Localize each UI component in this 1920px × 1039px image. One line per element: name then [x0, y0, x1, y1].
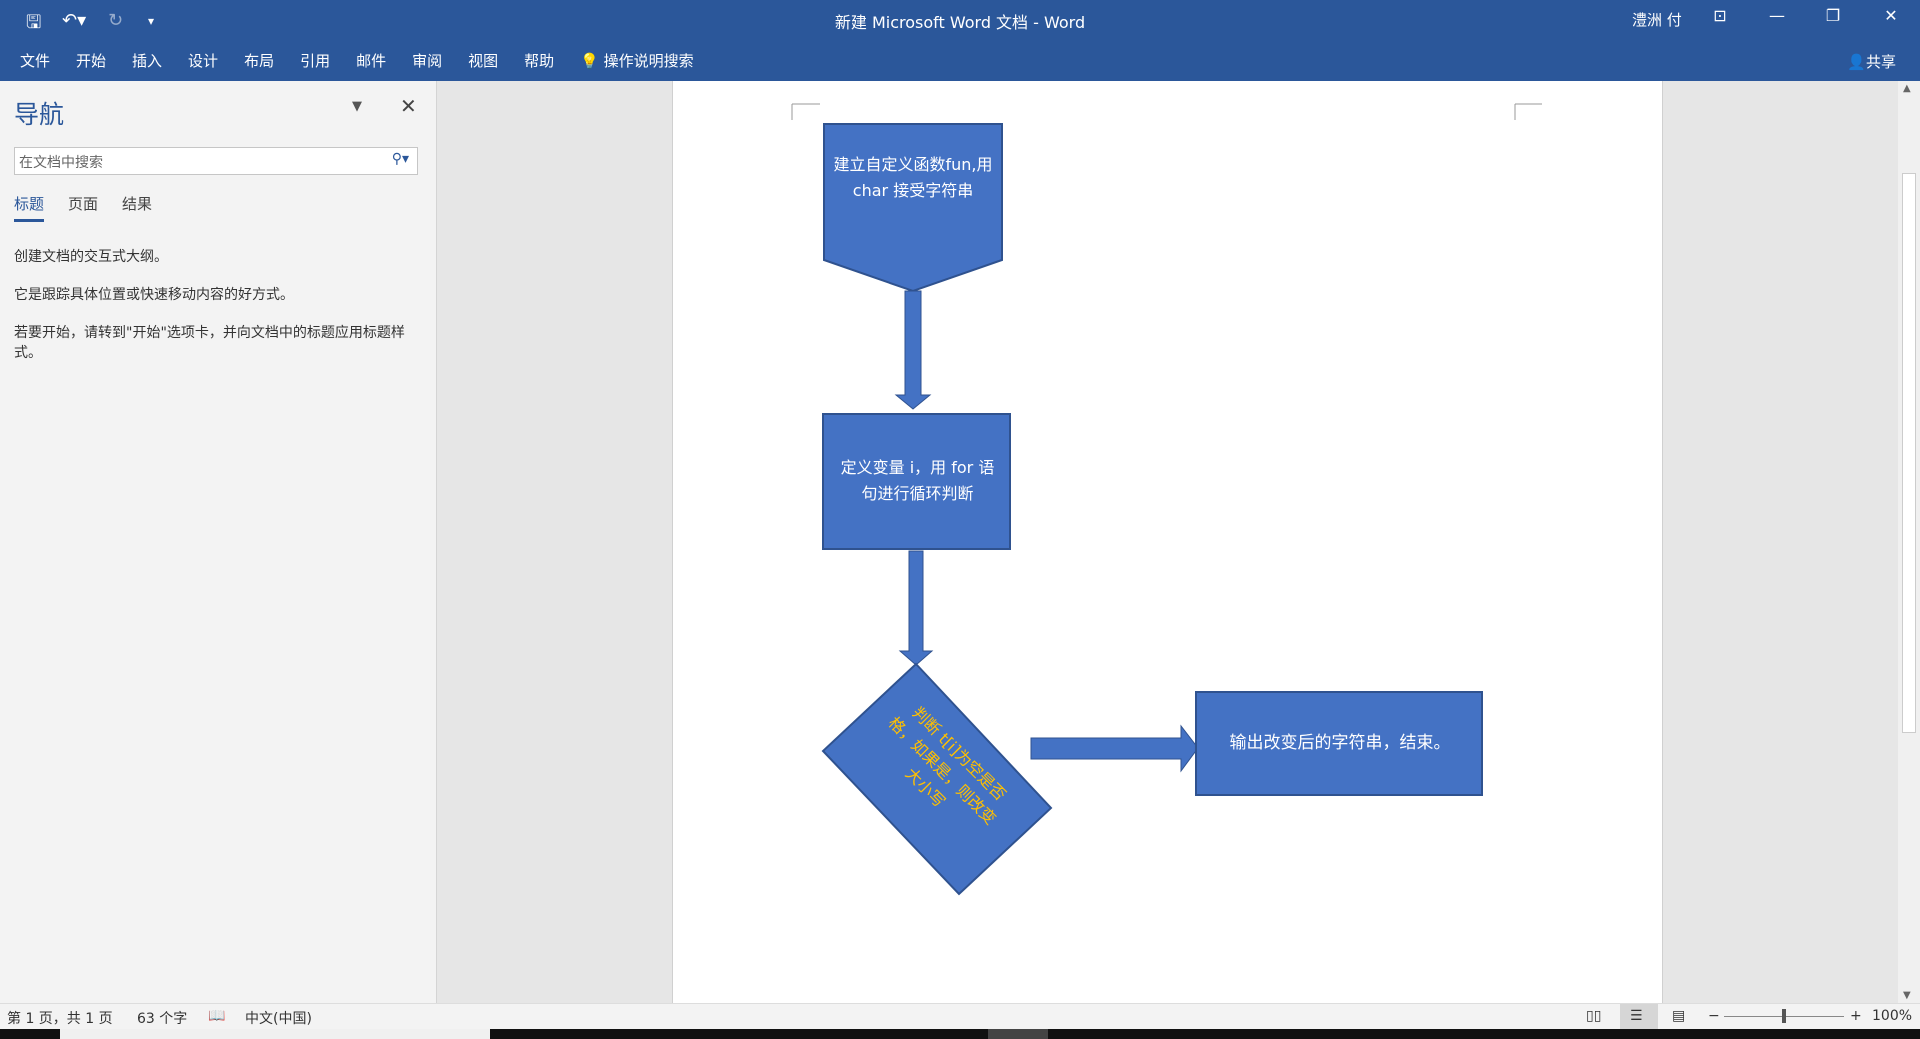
nav-tab-results[interactable]: 结果 [122, 195, 153, 213]
ribbon-display-icon[interactable]: ⊡ [1713, 6, 1727, 25]
zoom-out-icon[interactable]: − [1708, 1008, 1720, 1024]
nav-options-icon[interactable]: ▼ [352, 99, 362, 114]
lightbulb-icon: 💡 [580, 52, 599, 70]
zoom-in-icon[interactable]: + [1850, 1008, 1862, 1024]
page-count[interactable]: 第 1 页，共 1 页 [7, 1011, 113, 1027]
arrow-right [1030, 724, 1199, 773]
web-layout-icon[interactable]: ▤ [1672, 1008, 1686, 1024]
search-icon[interactable]: ⚲▾ [391, 151, 409, 167]
navigation-pane: 导航 ▼ ✕ 在文档中搜索 ⚲▾ 标题 页面 结果 创建文档的交互式大纲。 它是跟… [0, 81, 437, 1003]
window-title: 新建 Microsoft Word 文档 - Word [834, 13, 1086, 32]
read-mode-icon[interactable]: ▯▯ [1586, 1008, 1602, 1024]
restore-button[interactable]: ❐ [1825, 6, 1841, 25]
nav-hint: 若要开始，请转到"开始"选项卡，并向文档中的标题应用标题样式。 [14, 325, 405, 361]
minimize-button[interactable]: — [1769, 6, 1785, 25]
nav-tab-pages[interactable]: 页面 [68, 195, 99, 213]
zoom-slider-thumb[interactable] [1782, 1009, 1786, 1023]
arrow-down-1 [894, 290, 932, 410]
tab-insert[interactable]: 插入 [132, 52, 163, 70]
nav-tab-headings[interactable]: 标题 [14, 193, 45, 222]
tab-references[interactable]: 引用 [300, 52, 331, 70]
tab-help[interactable]: 帮助 [524, 52, 555, 70]
nav-title: 导航 [14, 100, 65, 129]
taskbar-item[interactable] [988, 1029, 1048, 1039]
scroll-thumb[interactable] [1902, 173, 1916, 733]
print-layout-icon[interactable]: ☰ [1620, 1004, 1658, 1029]
step4-text[interactable]: 输出改变后的字符串，结束。 [1229, 733, 1451, 753]
proofing-icon[interactable]: 📖 [208, 1008, 226, 1024]
user-name[interactable]: 澧洲 付 [1632, 11, 1682, 29]
step1-text[interactable]: 建立自定义函数fun,用 char 接受字符串 [833, 155, 993, 200]
decision-diamond-shape [821, 662, 1053, 896]
nav-close-icon[interactable]: ✕ [400, 94, 417, 118]
step2-text[interactable]: 定义变量 i，用 for 语句进行循环判断 [840, 458, 995, 503]
start-pentagon-shape [823, 123, 1003, 293]
close-button[interactable]: ✕ [1884, 6, 1898, 25]
search-placeholder: 在文档中搜索 [19, 155, 103, 171]
nav-search-input[interactable]: 在文档中搜索 ⚲▾ [14, 147, 418, 175]
share-button[interactable]: 👤共享 [1847, 51, 1896, 72]
tab-layout[interactable]: 布局 [244, 52, 275, 70]
arrow-down-2 [898, 550, 934, 666]
title-bar: 🖫 ↶▾ ↻ ▾ 新建 Microsoft Word 文档 - Word 澧洲 … [0, 0, 1920, 81]
tab-mailings[interactable]: 邮件 [356, 52, 387, 70]
output-rect-shape [1195, 691, 1483, 796]
tab-design[interactable]: 设计 [188, 52, 219, 70]
tell-me-label: 操作说明搜索 [603, 52, 694, 70]
taskbar-item[interactable] [60, 1029, 490, 1039]
status-bar: 第 1 页，共 1 页 63 个字 📖 中文(中国) ▯▯ ☰ ▤ − + 10… [0, 1003, 1920, 1029]
word-count[interactable]: 63 个字 [137, 1011, 188, 1027]
zoom-level[interactable]: 100% [1872, 1008, 1913, 1024]
margin-marks [791, 103, 1542, 120]
tab-review[interactable]: 审阅 [412, 52, 443, 70]
save-icon[interactable]: 🖫 [26, 12, 42, 33]
vertical-scrollbar[interactable]: ▲ ▼ [1898, 81, 1920, 1003]
language[interactable]: 中文(中国) [245, 1011, 312, 1027]
nav-hint: 创建文档的交互式大纲。 [14, 249, 168, 265]
person-icon: 👤 [1847, 53, 1866, 71]
redo-icon[interactable]: ↻ [108, 10, 124, 31]
taskbar [0, 1029, 1920, 1039]
undo-icon[interactable]: ↶▾ [62, 10, 87, 31]
share-label: 共享 [1865, 53, 1896, 71]
customize-toolbar-icon[interactable]: ▾ [148, 14, 155, 28]
tab-home[interactable]: 开始 [76, 52, 107, 70]
tab-file[interactable]: 文件 [20, 52, 51, 70]
tell-me-search[interactable]: 💡 操作说明搜索 [580, 50, 693, 71]
loop-rect-shape [822, 413, 1011, 550]
scroll-down-icon[interactable]: ▼ [1903, 990, 1911, 1001]
tab-view[interactable]: 视图 [468, 52, 499, 70]
scroll-up-icon[interactable]: ▲ [1903, 83, 1911, 94]
nav-hint: 它是跟踪具体位置或快速移动内容的好方式。 [14, 287, 294, 303]
